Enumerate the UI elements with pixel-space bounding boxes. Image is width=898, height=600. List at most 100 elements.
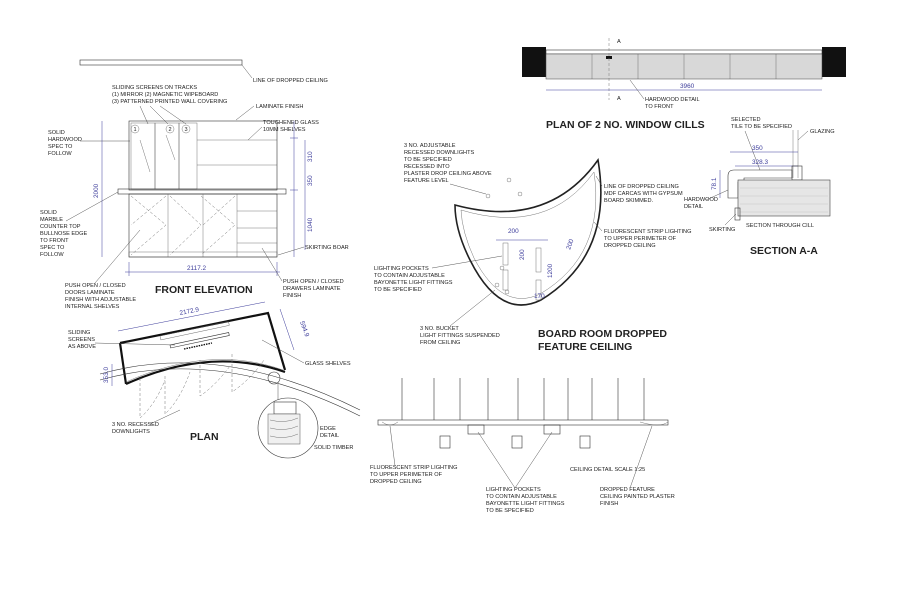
cd-fluor-note-2: TO UPPER PERIMETER OF [370, 472, 443, 478]
adj-downlights-note-3: TO BE SPECIFIED [404, 157, 452, 163]
screen-number-1: 1 [134, 127, 137, 133]
plan-unit-outline [119, 311, 287, 371]
sliding-screens-note-2: (1) MIRROR (2) MAGNETIC WIPEBOARD [112, 92, 218, 98]
window-wall-left [522, 47, 546, 77]
plan-sliding-note-3: AS ABOVE [68, 344, 96, 350]
drawers-note-2: DRAWERS LAMINATE [283, 286, 341, 292]
cd-pockets-note-3: BAYONETTE LIGHT FITTINGS [486, 501, 565, 507]
br-line-note-3: BOARD SKIMMED. [604, 198, 654, 204]
drawers-note-3: FINISH [283, 293, 301, 299]
cd-pockets-note: LIGHTING POCKETS [486, 487, 541, 493]
plan-view: 2172.9 594.9 353.0 SLIDING SCREENS AS AB… [68, 301, 361, 459]
upper-dim: 310 [307, 151, 314, 162]
br-dim-c: 200 [519, 249, 526, 260]
doors-note-2: DOORS LAMINATE [65, 290, 115, 296]
plan-side-dim: 353.0 [103, 367, 110, 383]
cd-fluor-note-3: DROPPED CEILING [370, 479, 422, 485]
boardroom-ceiling-plan: 200 200 200 1200 170 3 NO. ADJUSTABLE RE… [374, 143, 691, 353]
br-line-note: LINE OF DROPPED CEILING [604, 184, 679, 190]
hardwood-label: SOLID [48, 130, 65, 136]
bucket-light [511, 435, 523, 449]
hardwood-detail-label: HARDWOOD DETAIL [645, 97, 700, 103]
bucket-note-2: LIGHT FITTINGS SUSPENDED [420, 333, 500, 339]
window-cills-plan: A A 3960 HARDWOOD DETAIL TO FRONT PLAN O… [522, 38, 846, 131]
section-height-dim: 78.1 [711, 177, 718, 190]
edge-detail-label-2: DETAIL [320, 433, 339, 439]
br-pockets-note: LIGHTING POCKETS [374, 266, 429, 272]
sliding-screens-note-3: (3) PATTERNED PRINTED WALL COVERING [112, 99, 227, 105]
br-dim-d: 1200 [547, 263, 554, 278]
br-fluor-note-3: DROPPED CEILING [604, 243, 656, 249]
adj-downlights-note-4: RECESSED INTO [404, 164, 450, 170]
glass-label: TOUGHENED GLASS [263, 120, 319, 126]
marble-label: SOLID [40, 210, 57, 216]
edge-detail-circle [257, 397, 319, 459]
dropped-feature-note-2: CEILING PAINTED PLASTER [600, 494, 675, 500]
window-plan-title: PLAN OF 2 NO. WINDOW CILLS [546, 119, 705, 131]
bucket-light [579, 435, 591, 449]
ceiling-slab [377, 419, 669, 426]
skirting-label: SKIRTING BOAR [305, 245, 349, 251]
br-line-note-2: MDF CARCAS WITH GYPSUM [604, 191, 683, 197]
edge-detail-label: EDGE [320, 426, 336, 432]
br-fluor-note-2: TO UPPER PERIMETER OF [604, 236, 677, 242]
tile-label: SELECTED [731, 117, 761, 123]
ceiling-outline [454, 157, 602, 306]
edge-detail-marker [267, 371, 281, 385]
hardwood-detail-label-2: TO FRONT [645, 104, 674, 110]
skirting [128, 251, 278, 258]
plan-sliding-note: SLIDING [68, 330, 90, 336]
screen-marker-2 [165, 124, 175, 134]
hardwood-label-2: HARDWOOD [48, 137, 82, 143]
br-fluor-note: FLUORESCENT STRIP LIGHTING [604, 229, 691, 235]
upper-unit [128, 120, 278, 191]
dropped-ceiling-label: LINE OF DROPPED CEILING [253, 78, 328, 84]
bucket-note-3: FROM CEILING [420, 340, 460, 346]
lower-dim: 1040 [307, 217, 314, 232]
plan-downlights-note: 3 NO. RECESSED [112, 422, 159, 428]
window-wall-right [822, 47, 846, 77]
sliding-screens-note: SLIDING SCREENS ON TRACKS [112, 85, 197, 91]
bucket-note: 3 NO. BUCKET [420, 326, 459, 332]
cd-pockets-note-4: TO BE SPECIFIED [486, 508, 534, 514]
height-dim: 2000 [93, 183, 100, 198]
cd-pockets-note-2: TO CONTAIN ADJUSTABLE [486, 494, 557, 500]
plan-depth-dim: 594.9 [298, 320, 310, 338]
doors-note-4: INTERNAL SHELVES [65, 304, 120, 310]
section-top-dim: 350 [752, 145, 763, 152]
front-elevation-title: FRONT ELEVATION [155, 284, 253, 296]
dropped-feature-note-3: FINISH [600, 501, 618, 507]
width-dim: 2117.2 [187, 265, 207, 272]
br-pockets-note-2: TO CONTAIN ADJUSTABLE [374, 273, 445, 279]
screen-number-2: 2 [169, 127, 172, 133]
adj-downlights-note-5: PLASTER DROP CEILING ABOVE [404, 171, 492, 177]
ceiling-scale-note: CEILING DETAIL SCALE 1:25 [570, 467, 645, 473]
section-through-label: SECTION THROUGH CILL [746, 223, 814, 229]
plan-downlights-note-2: DOWNLIGHTS [112, 429, 150, 435]
plan-title: PLAN [190, 431, 219, 443]
marble-label-5: TO FRONT [40, 238, 69, 244]
solid-timber-label: SOLID TIMBER [314, 445, 353, 451]
screen-marker-1 [130, 124, 140, 134]
tile-label-2: TILE TO BE SPECIFIED [731, 124, 792, 130]
br-dim-e: 170 [534, 293, 545, 300]
screen-marker-3 [181, 124, 191, 134]
adj-downlights-note: 3 NO. ADJUSTABLE [404, 143, 456, 149]
marble-label-2: MARBLE [40, 217, 63, 223]
glazing-label: GLAZING [810, 129, 835, 135]
section-marker-top: A [617, 39, 621, 45]
cill-length-dim: 3960 [680, 83, 695, 90]
br-pockets-note-4: TO BE SPECIFIED [374, 287, 422, 293]
section-marker-bottom: A [617, 96, 621, 102]
front-elevation: LINE OF DROPPED CEILING SLIDING SCREENS … [40, 59, 349, 310]
wall-section [737, 179, 831, 217]
boardroom-title: BOARD ROOM DROPPED [538, 328, 667, 340]
doors-note-3: FINISH WITH ADJUSTABLE [65, 297, 136, 303]
cd-fluor-note: FLUORESCENT STRIP LIGHTING [370, 465, 457, 471]
mid-dim: 350 [307, 175, 314, 186]
marble-label-7: FOLLOW [40, 252, 64, 258]
br-pockets-note-3: BAYONETTE LIGHT FITTINGS [374, 280, 453, 286]
br-dim-b: 200 [565, 238, 575, 251]
suspension-rods [401, 378, 645, 420]
